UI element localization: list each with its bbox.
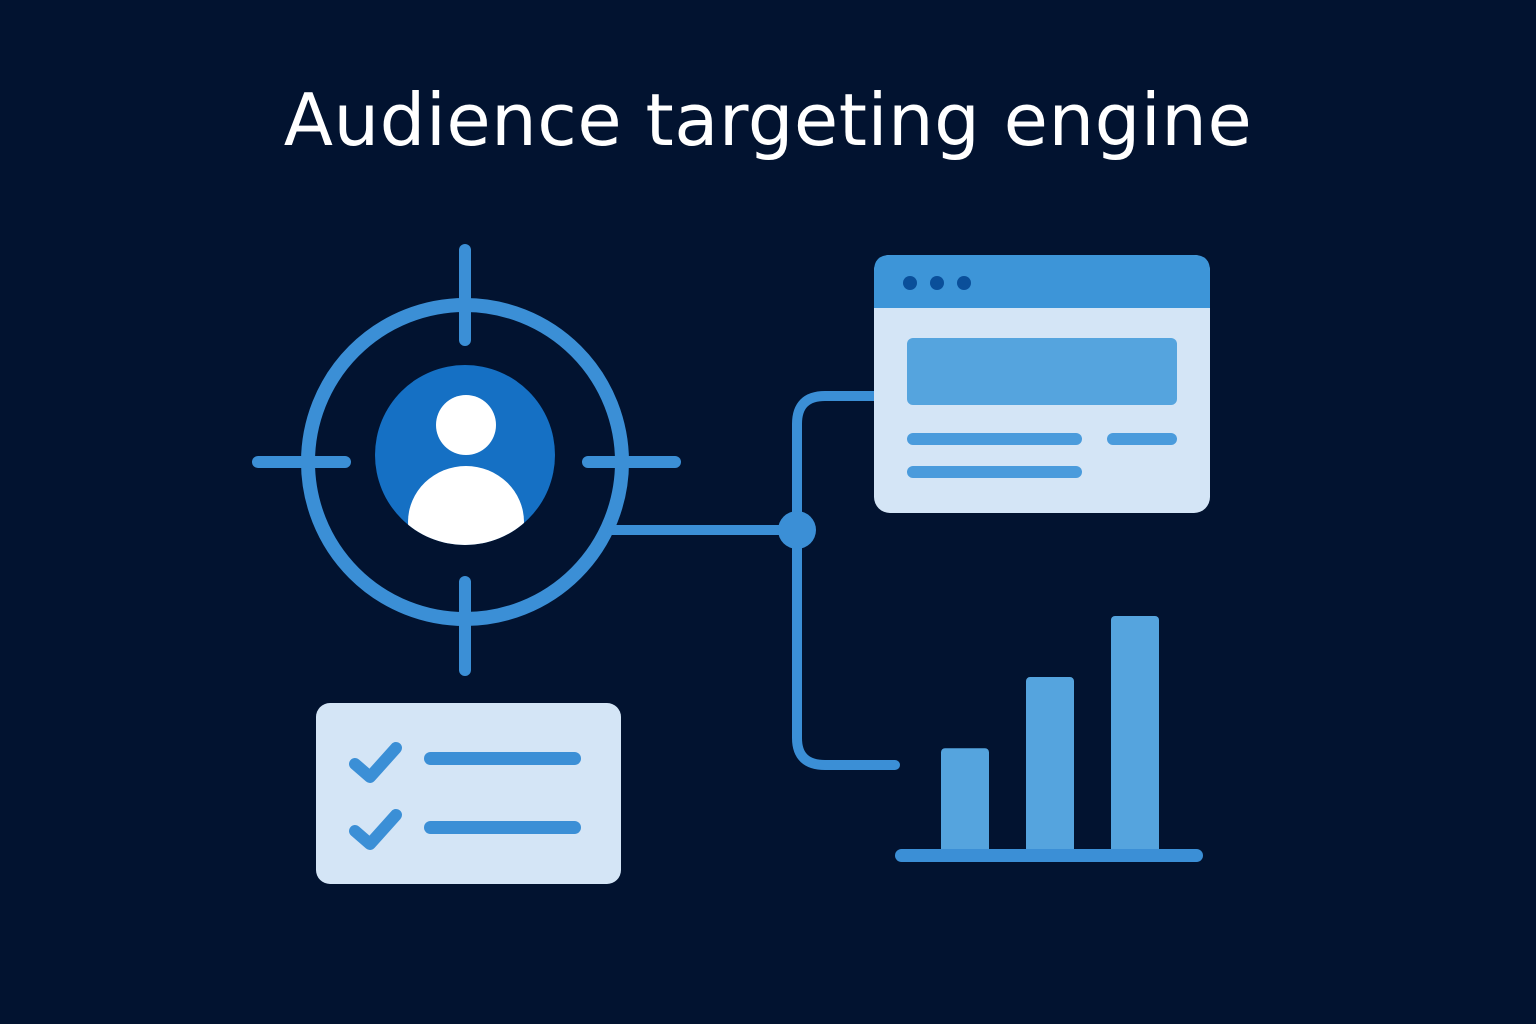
- avatar-head: [436, 395, 496, 455]
- browser-dot: [957, 276, 971, 290]
- checklist-card: [316, 703, 621, 884]
- browser-banner-block: [907, 338, 1177, 405]
- checklist-line: [424, 821, 581, 834]
- chart-baseline: [895, 849, 1203, 862]
- checklist-icon: [316, 703, 621, 884]
- page-title: Audience targeting engine: [283, 78, 1253, 162]
- avatar-body: [408, 466, 524, 545]
- browser-dot: [903, 276, 917, 290]
- browser-text-line: [907, 433, 1082, 445]
- user-avatar-icon: [375, 365, 555, 545]
- checkmark-icon: [349, 742, 402, 783]
- browser-header-bar: [874, 255, 1210, 308]
- connector-lines: [607, 391, 900, 770]
- chart-bar: [1111, 616, 1159, 854]
- bar-chart-icon: [895, 616, 1203, 862]
- checkmark-icon: [349, 809, 402, 850]
- browser-text-line: [1107, 433, 1177, 445]
- chart-bar: [1026, 677, 1074, 854]
- connector-hub-to-chart: [792, 525, 900, 770]
- browser-dot: [930, 276, 944, 290]
- target-icon: [252, 244, 681, 676]
- checklist-line: [424, 752, 581, 765]
- chart-bar: [941, 748, 989, 854]
- connector-hub-node: [778, 511, 816, 549]
- browser-text-line: [907, 466, 1082, 478]
- browser-window-icon: [874, 255, 1210, 513]
- connector-hub-to-browser: [792, 391, 881, 535]
